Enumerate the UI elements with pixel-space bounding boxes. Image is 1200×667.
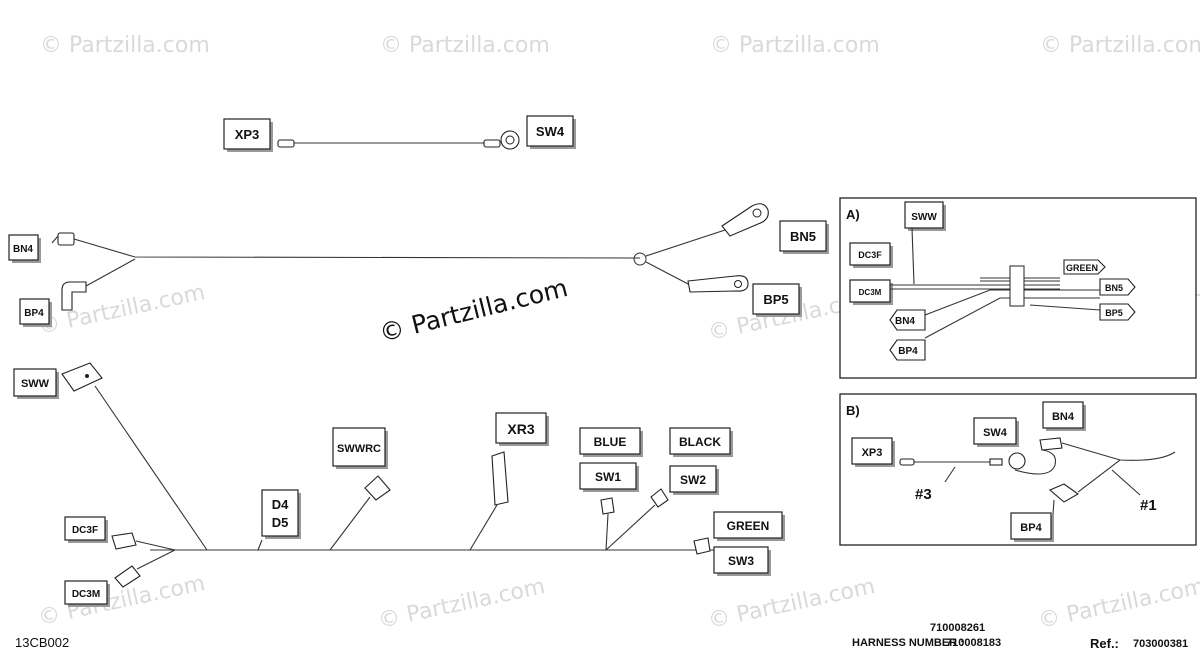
- sw1-terminal: [600, 497, 615, 515]
- label-bp4: BP4: [24, 308, 44, 319]
- watermark: © Partzilla.com: [710, 33, 880, 58]
- detail-b-title: B): [846, 403, 860, 418]
- label-bn4: BN4: [13, 244, 33, 255]
- detail-a-dc3m: DC3M: [859, 288, 882, 297]
- xr3-sleeve: [491, 451, 509, 506]
- detail-a-title: A): [846, 207, 860, 222]
- sw2-terminal: [650, 488, 669, 508]
- label-green: GREEN: [727, 519, 770, 533]
- label-bn5: BN5: [790, 229, 816, 244]
- label-d5: D5: [272, 515, 289, 530]
- label-blue: BLUE: [594, 435, 627, 449]
- detail-a-dc3f: DC3F: [858, 250, 882, 260]
- sww-connector: [61, 362, 103, 392]
- detail-a-bn4: BN4: [895, 316, 915, 327]
- label-sww: SWW: [21, 378, 50, 390]
- label-dc3f: DC3F: [72, 525, 98, 536]
- detail-b-ref1: #1: [1140, 497, 1157, 514]
- main-harness: SWW DC3F DC3M D4 D5 SWWRC XR3: [13, 362, 785, 607]
- detail-a-green: GREEN: [1066, 263, 1098, 273]
- detail-b-bn4: BN4: [1052, 411, 1075, 423]
- dc3m-connector: [114, 565, 141, 588]
- harness-number-2: 710008183: [946, 637, 1002, 649]
- sw3-terminal: [693, 537, 711, 555]
- label-xp3: XP3: [235, 127, 260, 142]
- watermark: © Partzilla.com: [380, 33, 550, 58]
- drawing-code: 13CB002: [15, 635, 70, 650]
- harness-number-1: 710008261: [930, 622, 986, 634]
- ref-label: Ref.:: [1090, 636, 1119, 651]
- label-xr3: XR3: [507, 421, 534, 437]
- detail-b-panel: B) BN4 SW4 XP3 #3 #1 BP4: [839, 393, 1197, 546]
- label-black: BLACK: [679, 435, 721, 449]
- bp5-terminal: [687, 275, 749, 293]
- xp3-plug: [277, 139, 295, 148]
- label-sw4: SW4: [536, 124, 565, 139]
- label-sw3: SW3: [728, 554, 754, 568]
- detail-b-sw4: SW4: [983, 427, 1008, 439]
- watermark: © Partzilla.com: [1040, 33, 1200, 58]
- dc3f-connector: [111, 532, 137, 550]
- watermark: © Partzilla.com: [1036, 574, 1200, 634]
- watermark: © Partzilla.com: [40, 33, 210, 58]
- detail-b-ref3: #3: [915, 486, 932, 503]
- watermark: © Partzilla.com: [706, 574, 877, 634]
- label-dc3m: DC3M: [72, 589, 100, 600]
- detail-a-bp5: BP5: [1105, 308, 1123, 318]
- detail-a-bn5: BN5: [1105, 283, 1123, 293]
- detail-a-panel: A) SWW DC3F DC3M GREEN BN5 BP5 BN4 BP4: [839, 197, 1197, 379]
- swwrc-connector: [364, 475, 391, 501]
- label-swwrc: SWWRC: [337, 443, 381, 455]
- label-d4: D4: [272, 497, 289, 512]
- harness-number-label: HARNESS NUMBER :: [852, 637, 964, 649]
- detail-b-xp3: XP3: [862, 447, 883, 459]
- detail-a-bp4: BP4: [898, 346, 918, 357]
- bn5-terminal: [721, 203, 769, 237]
- watermark: © Partzilla.com: [376, 574, 547, 634]
- detail-b-bp4: BP4: [1020, 522, 1042, 534]
- label-sw1: SW1: [595, 470, 621, 484]
- ref-value: 703000381: [1133, 638, 1189, 650]
- xp3-sw4-wire: XP3 SW4: [223, 115, 576, 152]
- partzilla-watermark: © Partzilla.com: [376, 273, 570, 348]
- detail-a-sww: SWW: [911, 212, 937, 223]
- label-sw2: SW2: [680, 473, 706, 487]
- battery-harness: BN4 BP4 BN5 BP5: [8, 203, 829, 327]
- label-bp5: BP5: [763, 292, 788, 307]
